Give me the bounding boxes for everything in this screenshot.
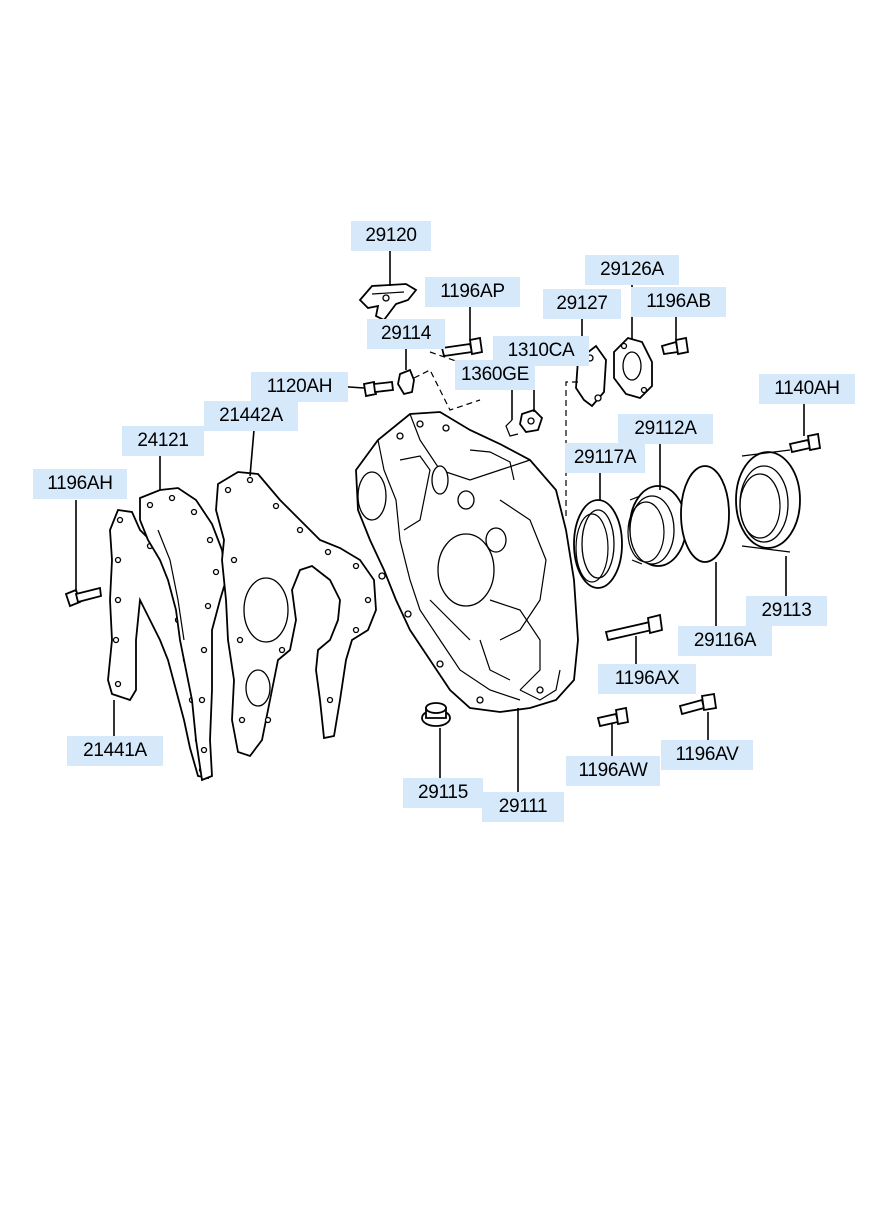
callout-1196av[interactable]: 1196AV bbox=[661, 740, 753, 770]
callout-21442a[interactable]: 21442A bbox=[204, 401, 298, 431]
retainer-29112a bbox=[627, 485, 687, 567]
bracket-29114 bbox=[397, 368, 415, 396]
callout-29111[interactable]: 29111 bbox=[482, 792, 564, 822]
cover-29126a bbox=[613, 336, 653, 400]
bolt-1196ap bbox=[440, 336, 484, 358]
bolt-1140ah bbox=[788, 432, 822, 454]
nut-1310ca bbox=[519, 408, 544, 433]
callout-1140ah[interactable]: 1140AH bbox=[759, 374, 855, 404]
callout-29114[interactable]: 29114 bbox=[367, 319, 445, 349]
callout-29127[interactable]: 29127 bbox=[543, 289, 621, 319]
transfer-case-housing-29111 bbox=[355, 411, 579, 713]
callout-24121[interactable]: 24121 bbox=[122, 426, 204, 456]
callout-1196aw[interactable]: 1196AW bbox=[566, 756, 660, 786]
oil-seal-29117a bbox=[573, 499, 623, 589]
callout-21441a[interactable]: 21441A bbox=[67, 736, 163, 766]
washer-1360ge bbox=[505, 419, 519, 437]
callout-1196ap[interactable]: 1196AP bbox=[425, 277, 520, 307]
gasket-21442a bbox=[215, 471, 377, 758]
callout-1120ah[interactable]: 1120AH bbox=[251, 372, 348, 402]
bolt-1120ah bbox=[362, 380, 395, 398]
gasket-24121 bbox=[139, 487, 227, 782]
callout-29113[interactable]: 29113 bbox=[746, 596, 827, 626]
oil-seal-29113 bbox=[735, 449, 801, 553]
bolt-1196ah bbox=[64, 586, 102, 608]
o-ring-29116a bbox=[680, 465, 730, 563]
bolt-1196aw bbox=[596, 706, 630, 728]
bolt-1196ax bbox=[604, 613, 663, 642]
callout-29120[interactable]: 29120 bbox=[351, 221, 431, 251]
plug-29115 bbox=[421, 702, 451, 727]
callout-29115[interactable]: 29115 bbox=[403, 778, 483, 808]
callout-29112a[interactable]: 29112A bbox=[618, 414, 713, 444]
callout-29117a[interactable]: 29117A bbox=[565, 443, 645, 473]
bolt-1196ab bbox=[660, 336, 690, 356]
bracket-29120 bbox=[358, 283, 418, 322]
callout-1196ax[interactable]: 1196AX bbox=[598, 664, 696, 694]
leader-lines bbox=[75, 250, 805, 792]
callout-29126a[interactable]: 29126A bbox=[585, 255, 679, 285]
bolt-1196av bbox=[678, 692, 718, 716]
callout-1196ab[interactable]: 1196AB bbox=[631, 287, 726, 317]
callout-29116a[interactable]: 29116A bbox=[678, 626, 772, 656]
callout-1360ge[interactable]: 1360GE bbox=[455, 360, 535, 390]
callout-1196ah[interactable]: 1196AH bbox=[33, 469, 127, 499]
